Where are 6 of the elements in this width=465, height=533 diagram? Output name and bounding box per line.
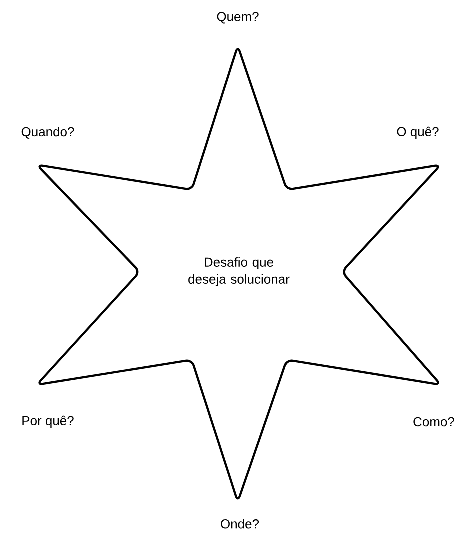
question-label: Quem? [217, 12, 259, 24]
question-label: Onde? [221, 519, 260, 529]
question-label: Quando? [22, 127, 74, 139]
question-label: Como? [414, 417, 454, 427]
question-label: Por quê? [22, 416, 74, 428]
question-label: O quê? [397, 126, 439, 140]
